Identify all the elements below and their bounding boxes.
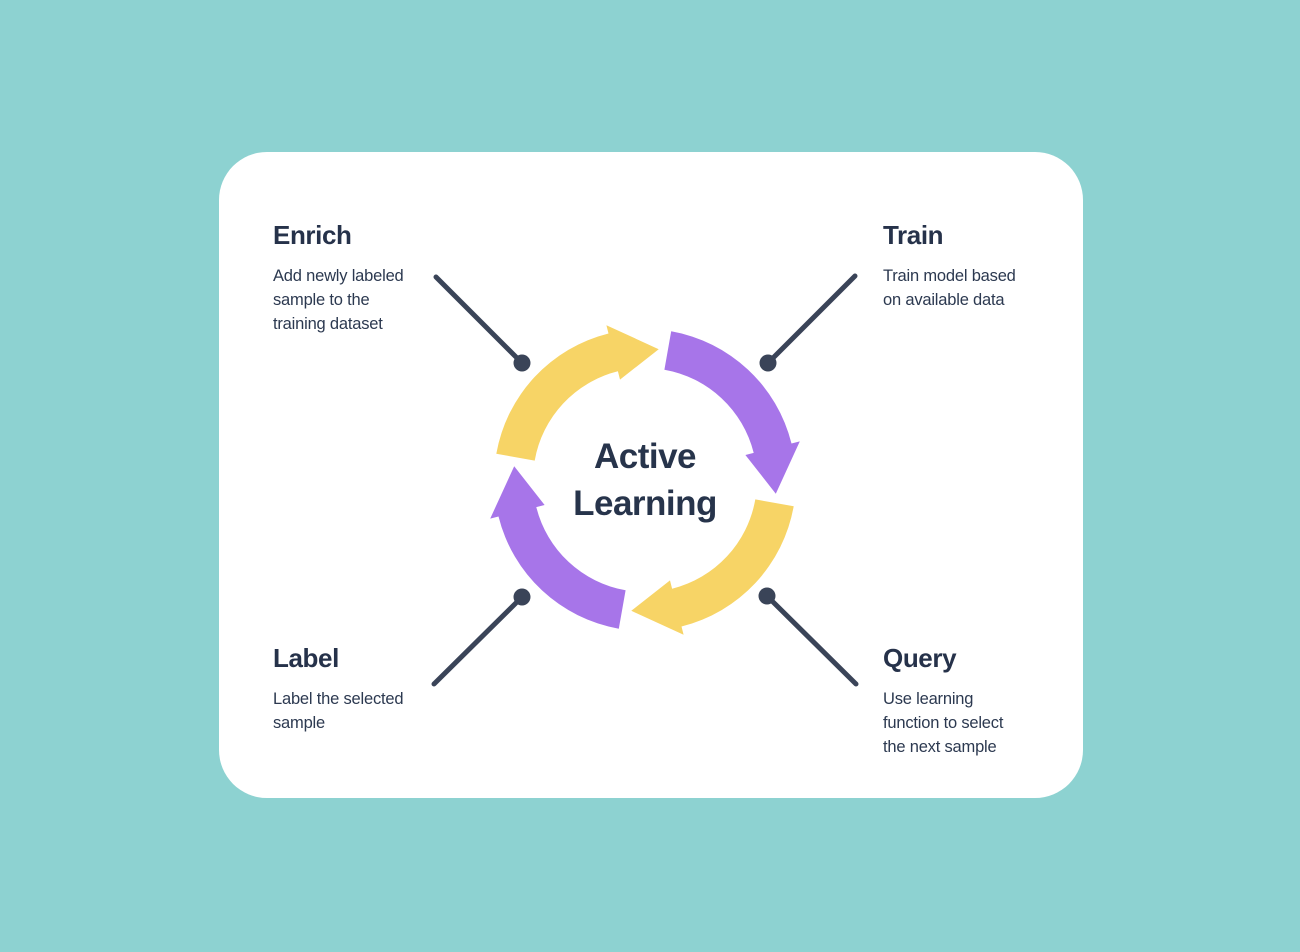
section-train-title: Train bbox=[883, 220, 944, 250]
connector-dot-enrich bbox=[513, 354, 531, 372]
connector-dot-train bbox=[759, 354, 777, 372]
connector-dots bbox=[513, 354, 777, 606]
section-label-title: Label bbox=[273, 643, 339, 673]
section-query: Query Use learning function to select th… bbox=[883, 641, 1003, 759]
section-enrich: Enrich Add newly labeled sample to the t… bbox=[273, 218, 404, 336]
section-query-title: Query bbox=[883, 643, 957, 673]
section-train: Train Train model based on available dat… bbox=[883, 218, 1016, 312]
section-label-description: Label the selected sample bbox=[273, 690, 404, 732]
connector-line-label bbox=[431, 594, 525, 687]
connector-dot-query bbox=[758, 587, 776, 605]
section-query-description: Use learning function to select the next… bbox=[883, 690, 1004, 756]
cycle-diagram bbox=[431, 273, 859, 687]
section-train-description: Train model based on available data bbox=[883, 267, 1016, 309]
section-enrich-description: Add newly labeled sample to the training… bbox=[273, 267, 404, 333]
connector-line-query bbox=[764, 593, 859, 687]
section-enrich-title: Enrich bbox=[273, 220, 352, 250]
connector-line-train bbox=[765, 273, 858, 366]
diagram-center-title: Active Learning bbox=[573, 437, 717, 523]
diagram-card: Enrich Add newly labeled sample to the t… bbox=[219, 152, 1083, 798]
connector-dot-label bbox=[513, 588, 531, 606]
connector-lines bbox=[431, 273, 859, 687]
section-label: Label Label the selected sample bbox=[273, 641, 404, 735]
connector-line-enrich bbox=[433, 274, 525, 366]
